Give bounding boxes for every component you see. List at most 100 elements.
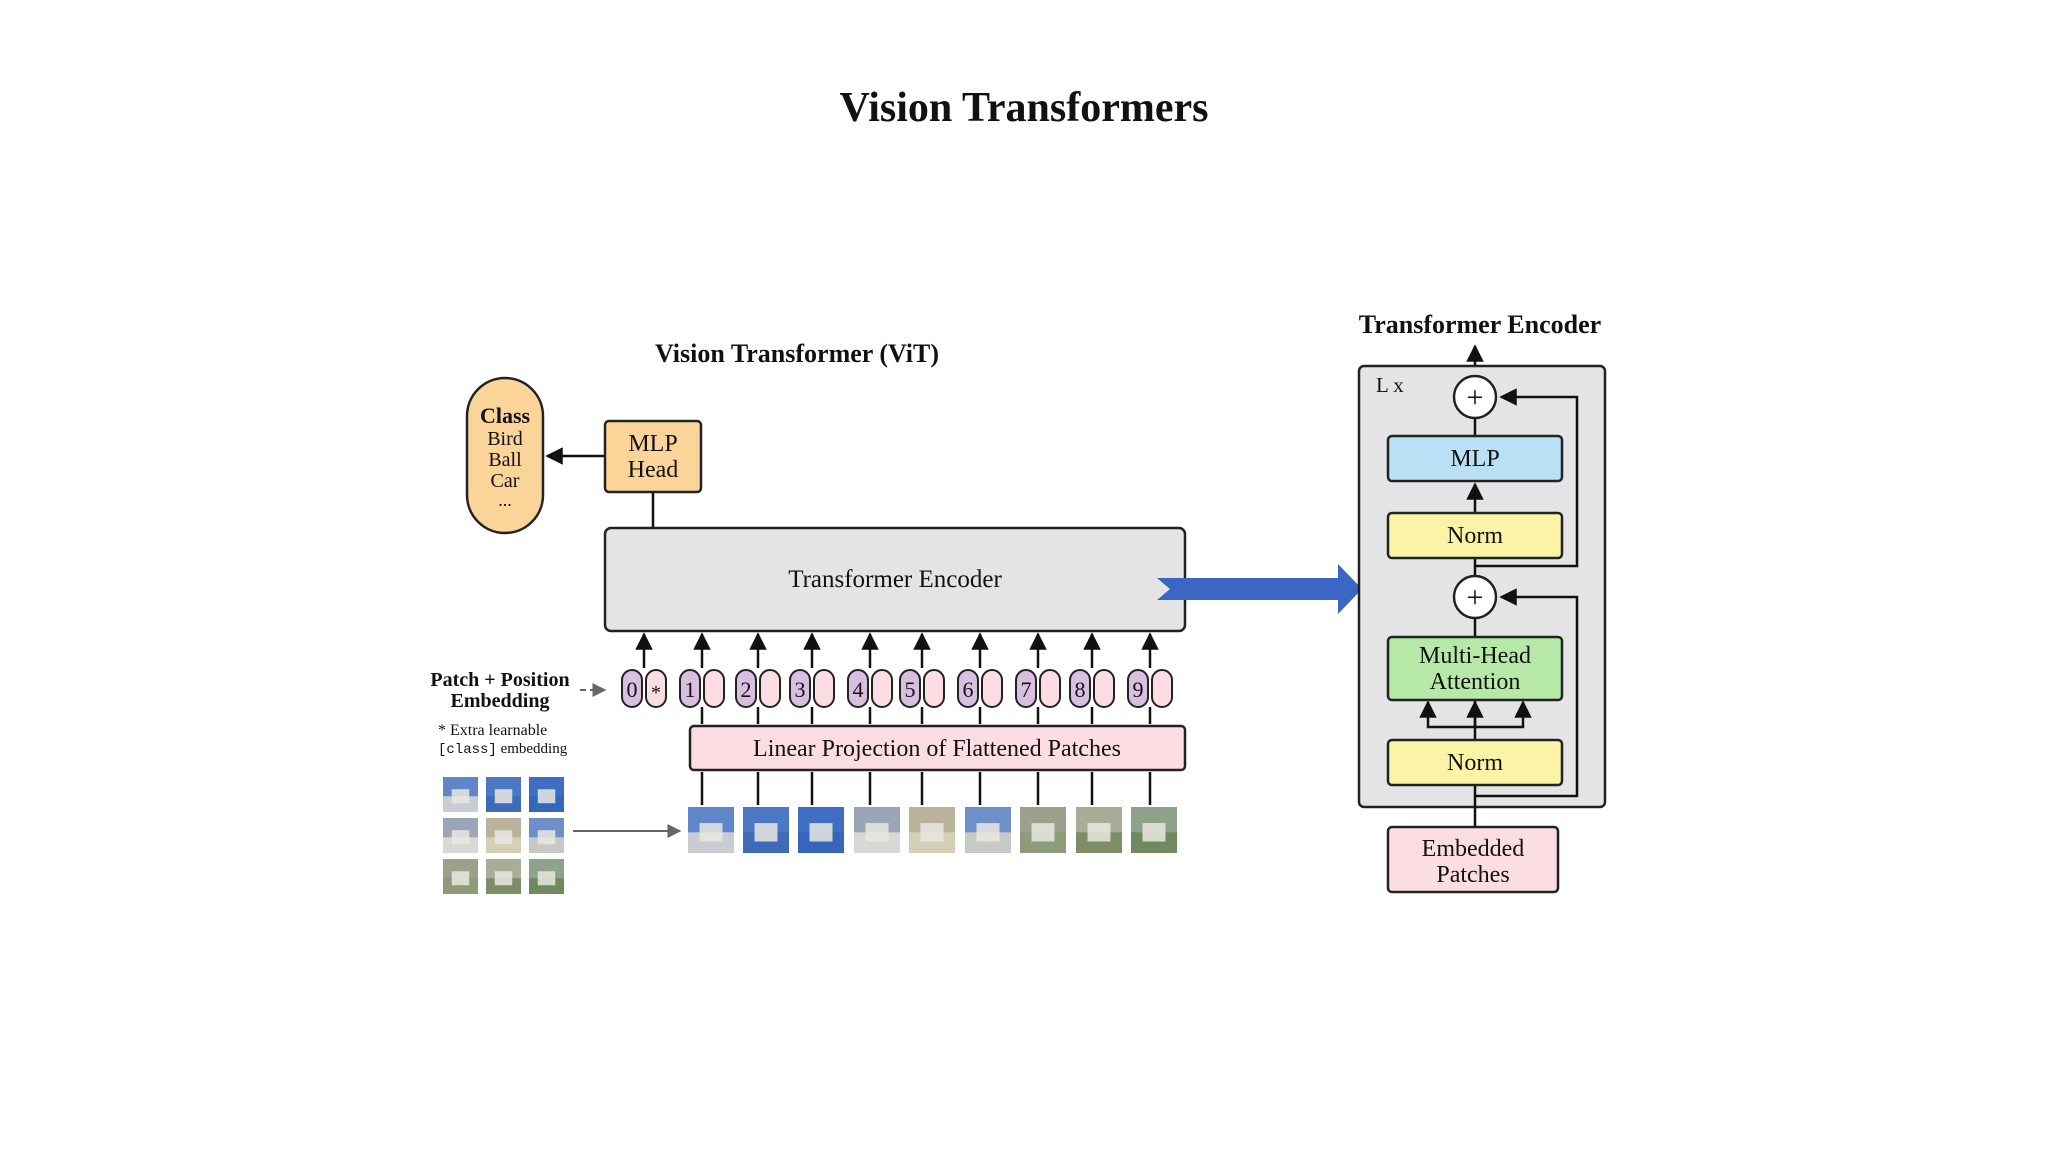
patch-embedding-pill xyxy=(759,669,781,708)
embedding-token-0: 0* xyxy=(621,632,667,708)
slide-title: Vision Transformers xyxy=(839,85,1209,131)
embedded-patches-line1: Embedded xyxy=(1422,836,1525,862)
linear-projection-label: Linear Projection of Flattened Patches xyxy=(753,736,1121,762)
footnote-class-code: [class] xyxy=(438,742,497,758)
position-embedding-pill xyxy=(735,669,757,708)
add-node-upper-symbol: + xyxy=(1467,381,1484,414)
embedding-label-line1: Patch + Position xyxy=(430,669,569,691)
position-embedding-pill xyxy=(1127,669,1149,708)
source-patch-2 xyxy=(486,777,521,812)
norm-block-lower-label: Norm xyxy=(1447,750,1503,776)
source-image-patch-grid xyxy=(443,777,564,894)
vit-title: Vision Transformer (ViT) xyxy=(655,339,939,368)
patch-embedding-pill xyxy=(871,669,893,708)
attention-input-key-arrow xyxy=(1419,700,1475,729)
embedded-patches-line2: Patches xyxy=(1436,862,1509,888)
position-embedding-pill xyxy=(847,669,869,708)
encoder-detail-title: Transformer Encoder xyxy=(1359,310,1601,339)
source-patch-7 xyxy=(443,859,478,894)
embedding-token-2: 2 xyxy=(735,632,781,724)
embedding-token-5: 5 xyxy=(899,632,945,724)
embedding-token-9: 9 xyxy=(1127,632,1173,724)
class-item-car: Car xyxy=(491,470,520,492)
position-index: 9 xyxy=(1133,677,1144,702)
attention-block-line2: Attention xyxy=(1430,669,1521,695)
attention-input-value-arrow xyxy=(1475,700,1532,729)
transformer-encoder-label: Transformer Encoder xyxy=(788,566,1002,593)
flattened-patch-3 xyxy=(798,807,844,853)
class-token-mark: * xyxy=(651,682,661,704)
source-patch-9 xyxy=(529,859,564,894)
flattened-patch-6 xyxy=(965,807,1011,853)
norm-block-lower xyxy=(1386,738,1564,787)
position-index: 6 xyxy=(963,677,974,702)
position-index: 3 xyxy=(795,677,806,702)
residual-connection-upper xyxy=(1475,388,1579,568)
flattened-patch-7 xyxy=(1020,807,1066,853)
source-patch-3 xyxy=(529,777,564,812)
patch-embedding-pill xyxy=(1039,669,1061,708)
repeat-label: L x xyxy=(1376,373,1404,397)
mlp-head-line2: Head xyxy=(628,457,679,483)
linear-projection-box xyxy=(688,724,1187,772)
embedded-patches-box xyxy=(1386,825,1560,894)
attention-block-line1: Multi-Head xyxy=(1419,643,1531,669)
embedding-token-8: 8 xyxy=(1069,632,1115,724)
embedding-token-4: 4 xyxy=(847,632,893,724)
add-node-lower-symbol: + xyxy=(1467,581,1484,614)
flattened-patch-sequence xyxy=(688,772,1177,853)
position-index: 4 xyxy=(853,677,864,702)
patch-embedding-pill xyxy=(923,669,945,708)
patch-embedding-pill xyxy=(1093,669,1115,708)
footnote-line1: * Extra learnable xyxy=(438,722,547,739)
position-index: 2 xyxy=(741,677,752,702)
embedding-token-1: 1 xyxy=(679,632,725,724)
class-item-more: ... xyxy=(498,490,512,510)
position-index: 5 xyxy=(905,677,916,702)
norm-block-upper-label: Norm xyxy=(1447,523,1503,549)
embedding-label-line2: Embedding xyxy=(451,690,550,712)
patch-embedding-pill xyxy=(1151,669,1173,708)
position-index: 0 xyxy=(627,677,638,702)
footnote-embedding-text: embedding xyxy=(497,741,568,757)
embedding-token-7: 7 xyxy=(1015,632,1061,724)
source-patch-6 xyxy=(529,818,564,853)
position-embedding-pill xyxy=(899,669,921,708)
patch-embedding-pill xyxy=(645,669,667,708)
mlp-block-label: MLP xyxy=(1450,446,1499,472)
position-embedding-pill xyxy=(1015,669,1037,708)
flattened-patch-1 xyxy=(688,807,734,853)
position-index: 7 xyxy=(1021,677,1032,702)
position-embedding-pill xyxy=(679,669,701,708)
position-embedding-pill xyxy=(957,669,979,708)
norm-block-upper xyxy=(1386,511,1564,560)
residual-connection-lower xyxy=(1475,588,1579,798)
mlp-head-line1: MLP xyxy=(628,431,677,457)
embedding-token-3: 3 xyxy=(789,632,835,724)
position-index: 1 xyxy=(685,677,696,702)
position-embedding-pill xyxy=(789,669,811,708)
add-node-lower xyxy=(1452,574,1498,620)
position-index: 8 xyxy=(1075,677,1086,702)
mlp-head-box xyxy=(603,419,703,494)
class-output-box xyxy=(465,376,545,535)
source-patch-8 xyxy=(486,859,521,894)
flattened-patch-9 xyxy=(1131,807,1177,853)
add-node-upper xyxy=(1452,374,1498,420)
position-embedding-pill xyxy=(1069,669,1091,708)
class-heading: Class xyxy=(480,403,531,428)
patch-embedding-pill xyxy=(703,669,725,708)
footnote-line2: [class] embedding xyxy=(438,741,568,758)
flattened-patch-8 xyxy=(1076,807,1122,853)
mlp-block xyxy=(1386,434,1564,483)
source-patch-1 xyxy=(443,777,478,812)
class-item-ball: Ball xyxy=(488,449,522,471)
attention-block xyxy=(1386,635,1564,702)
zoom-in-arrow xyxy=(1157,564,1362,614)
flattened-patch-4 xyxy=(854,807,900,853)
patch-embedding-pill xyxy=(981,669,1003,708)
source-patch-5 xyxy=(486,818,521,853)
position-embedding-pill xyxy=(621,669,643,708)
